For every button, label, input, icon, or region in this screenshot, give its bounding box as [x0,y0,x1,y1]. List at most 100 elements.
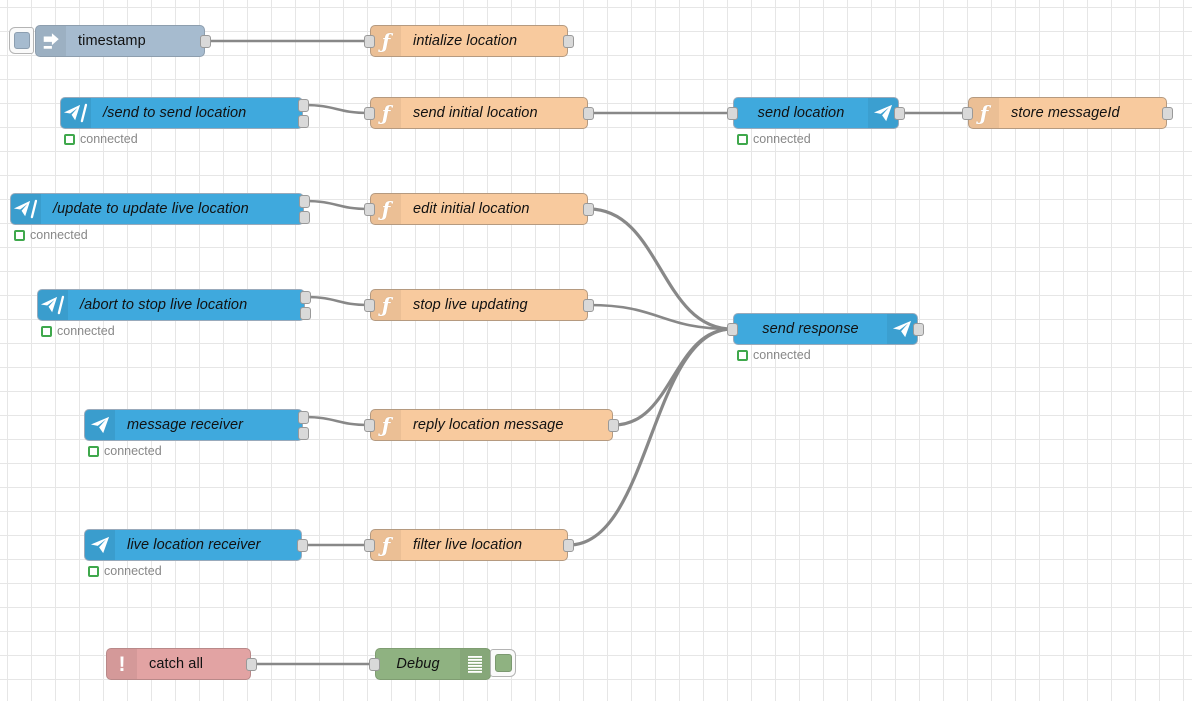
node-message-receiver[interactable]: message receiver [84,409,303,441]
node-label-filter-live: filter live location [413,537,523,553]
output-port-cmd-abort-0[interactable] [300,291,311,304]
output-port-filter-live-0[interactable] [563,539,574,552]
debug-toggle-button[interactable] [490,649,516,677]
node-label-cmd-send: /send to send location [103,105,247,121]
wire-edit-initial-to-send-response[interactable] [587,207,734,331]
node-icon [61,98,91,128]
node-stop-live[interactable]: ƒ stop live updating [370,289,588,321]
inject-trigger-button[interactable] [9,27,34,54]
input-port-edit-initial[interactable] [364,203,375,216]
input-port-stop-live[interactable] [364,299,375,312]
output-port-cmd-abort-1[interactable] [300,307,311,320]
output-port-send-location-0[interactable] [894,107,905,120]
node-label-debug: Debug [396,656,440,672]
function-f-icon: ƒ [381,101,391,125]
node-live-receiver[interactable]: live location receiver [84,529,302,561]
wire-message-receiver-to-reply-location[interactable] [302,415,371,427]
status-message-receiver: connected [88,444,162,458]
telegram-plane-icon [90,416,110,434]
output-port-intialize-0[interactable] [563,35,574,48]
output-port-cmd-update-1[interactable] [299,211,310,224]
input-port-filter-live[interactable] [364,539,375,552]
output-port-catch-all-0[interactable] [246,658,257,671]
node-icon: ƒ [969,98,999,128]
function-f-icon: ƒ [381,413,391,437]
function-f-icon: ƒ [381,197,391,221]
status-label: connected [80,132,138,146]
node-label-send-response: send response [762,321,859,337]
output-port-message-receiver-1[interactable] [298,427,309,440]
node-label-edit-initial: edit initial location [413,201,530,217]
node-label-timestamp: timestamp [78,33,146,49]
node-icon: ! [107,649,137,679]
node-cmd-abort[interactable]: /abort to stop live location [37,289,305,321]
node-cmd-update[interactable]: /update to update live location [10,193,304,225]
telegram-command-icon [63,103,87,123]
node-label-send-initial: send initial location [413,105,538,121]
node-timestamp[interactable]: timestamp [35,25,205,57]
node-icon [868,98,898,128]
input-port-send-location[interactable] [727,107,738,120]
output-port-send-initial-0[interactable] [583,107,594,120]
telegram-plane-icon [90,536,110,554]
node-icon: ƒ [371,194,401,224]
status-live-receiver: connected [88,564,162,578]
wire-cmd-update-to-edit-initial[interactable] [303,199,371,211]
wire-stop-live-to-send-response[interactable] [587,303,734,331]
output-port-stop-live-0[interactable] [583,299,594,312]
output-port-live-receiver-0[interactable] [297,539,308,552]
input-port-debug[interactable] [369,658,380,671]
input-port-send-response[interactable] [727,323,738,336]
input-port-send-initial[interactable] [364,107,375,120]
node-icon [38,290,68,320]
output-port-store-messageid-0[interactable] [1162,107,1173,120]
node-store-messageid[interactable]: ƒ store messageId [968,97,1167,129]
telegram-command-icon [40,295,64,315]
output-port-cmd-update-0[interactable] [299,195,310,208]
output-port-cmd-send-0[interactable] [298,99,309,112]
node-label-stop-live: stop live updating [413,297,528,313]
node-icon [460,649,490,679]
status-label: connected [753,348,811,362]
input-port-intialize[interactable] [364,35,375,48]
status-send-location: connected [737,132,811,146]
node-icon [887,314,917,344]
node-label-send-location: send location [757,105,845,121]
status-indicator-icon [41,325,52,337]
output-port-cmd-send-1[interactable] [298,115,309,128]
wire-cmd-abort-to-stop-live[interactable] [304,295,371,307]
status-label: connected [753,132,811,146]
node-label-store-messageid: store messageId [1011,105,1120,121]
function-f-icon: ƒ [381,29,391,53]
function-f-icon: ƒ [381,293,391,317]
output-port-send-response-0[interactable] [913,323,924,336]
output-port-message-receiver-0[interactable] [298,411,309,424]
status-cmd-abort: connected [41,324,115,338]
node-icon [36,26,66,56]
status-send-response: connected [737,348,811,362]
wire-cmd-send-to-send-initial[interactable] [302,103,371,115]
wire-reply-location-to-send-response[interactable] [612,327,734,427]
status-indicator-icon [64,133,75,145]
node-catch-all[interactable]: !catch all [106,648,251,680]
output-port-reply-location-0[interactable] [608,419,619,432]
status-indicator-icon [88,565,99,577]
node-send-location[interactable]: send location [733,97,899,129]
telegram-plane-icon [873,104,893,122]
input-port-store-messageid[interactable] [962,107,973,120]
node-icon [11,194,41,224]
output-port-edit-initial-0[interactable] [583,203,594,216]
node-edit-initial[interactable]: ƒ edit initial location [370,193,588,225]
node-cmd-send[interactable]: /send to send location [60,97,303,129]
inject-arrow-icon [43,33,59,49]
node-label-cmd-abort: /abort to stop live location [80,297,248,313]
node-send-initial[interactable]: ƒ send initial location [370,97,588,129]
output-port-timestamp-0[interactable] [200,35,211,48]
node-send-response[interactable]: send response [733,313,918,345]
node-debug[interactable]: Debug [375,648,491,680]
input-port-reply-location[interactable] [364,419,375,432]
